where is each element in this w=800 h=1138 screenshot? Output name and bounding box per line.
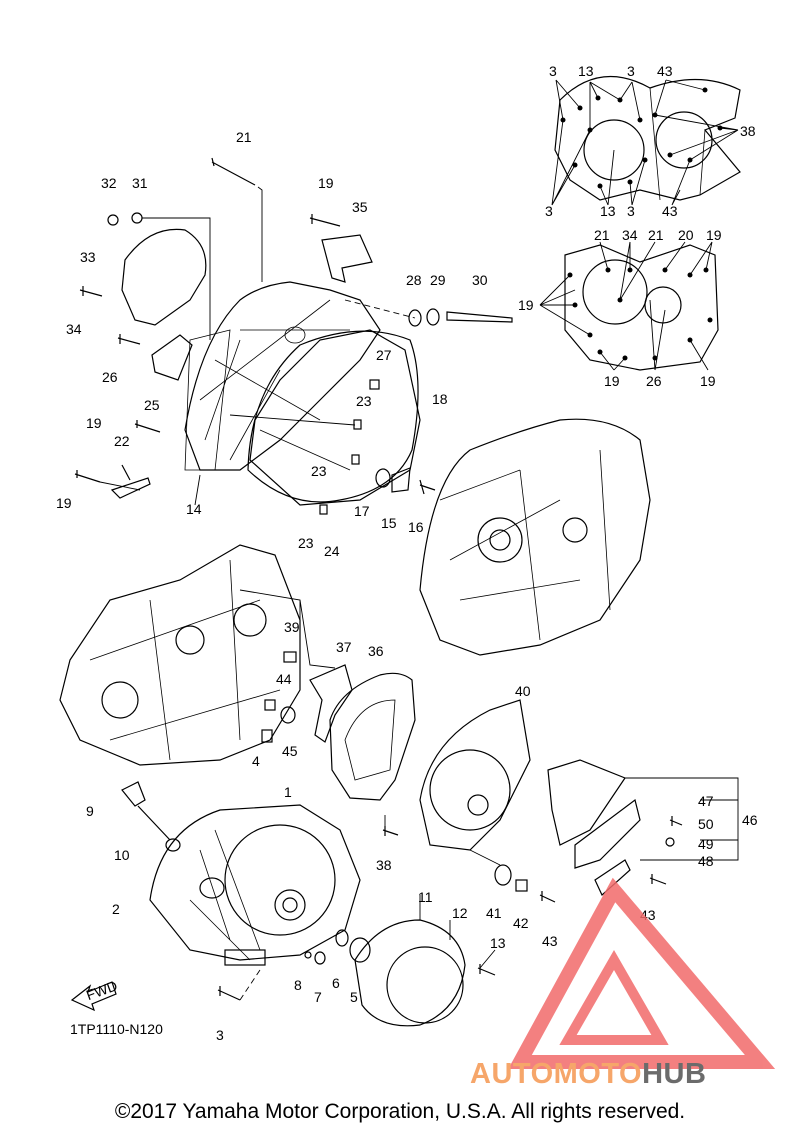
- callout: 3: [545, 203, 553, 219]
- callout: 12: [452, 905, 468, 921]
- callout: 38: [376, 857, 392, 873]
- diagram-code: 1TP1110-N120: [70, 1021, 163, 1037]
- callout: 9: [86, 803, 94, 819]
- callout: 39: [284, 619, 300, 635]
- gasket-detail: [539, 241, 719, 371]
- callout: 23: [356, 393, 372, 409]
- callout: 17: [354, 503, 370, 519]
- callout: 46: [742, 812, 758, 828]
- callout: 29: [430, 272, 446, 288]
- callout: 35: [352, 199, 368, 215]
- callout: 19: [700, 373, 716, 389]
- callout: 31: [132, 175, 148, 191]
- logo-triangle: [508, 877, 776, 1069]
- callout: 26: [102, 369, 118, 385]
- callout: 47: [698, 793, 714, 809]
- logo-inner-triangle: [559, 949, 669, 1045]
- left-crankcase-cover: [74, 157, 513, 515]
- callout: 19: [518, 297, 534, 313]
- callout: 49: [698, 836, 714, 852]
- callout-labels: 3 13 3 43 38 3 13 3 43 21 34 21 20 19 19…: [56, 63, 758, 1043]
- callout: 42: [513, 915, 529, 931]
- callout: 13: [600, 203, 616, 219]
- callout: 43: [657, 63, 673, 79]
- callout: 19: [604, 373, 620, 389]
- callout: 2: [112, 901, 120, 917]
- callout: 21: [648, 227, 664, 243]
- callout: 7: [314, 989, 322, 1005]
- callout: 27: [376, 347, 392, 363]
- callout: 15: [381, 515, 397, 531]
- clutch-cover: [121, 781, 496, 1027]
- callout: 23: [311, 463, 327, 479]
- callout: 32: [101, 175, 117, 191]
- callout: 43: [662, 203, 678, 219]
- callout: 40: [515, 683, 531, 699]
- callout: 11: [418, 889, 433, 905]
- chain-cover-46: [547, 759, 739, 896]
- callout: 26: [646, 373, 662, 389]
- callout: 23: [298, 535, 314, 551]
- callout: 22: [114, 433, 130, 449]
- callout: 33: [80, 249, 96, 265]
- callout: 28: [406, 272, 422, 288]
- automotohub-logo: [508, 877, 776, 1069]
- callout: 36: [368, 643, 384, 659]
- copyright-notice: ©2017 Yamaha Motor Corporation, U.S.A. A…: [114, 1100, 686, 1123]
- callout: 4: [252, 753, 260, 769]
- callout: 18: [432, 391, 448, 407]
- callout: 3: [627, 203, 635, 219]
- callout: 44: [276, 671, 292, 687]
- watermark-brand: AUTOMOTOHUB: [470, 1058, 800, 1091]
- outer-cover-40: [419, 699, 556, 903]
- callout: 43: [542, 933, 558, 949]
- callout: 8: [294, 977, 302, 993]
- callout: 14: [186, 501, 202, 517]
- callout: 24: [324, 543, 340, 559]
- callout: 3: [549, 63, 557, 79]
- callout: 34: [622, 227, 638, 243]
- callout: 16: [408, 519, 424, 535]
- logo-text-hub: HUB: [642, 1058, 707, 1090]
- callout: 20: [678, 227, 694, 243]
- callout: 30: [472, 272, 488, 288]
- top-cover-detail: [551, 75, 741, 206]
- callout: 19: [318, 175, 334, 191]
- callout: 41: [486, 905, 502, 921]
- callout: 6: [332, 975, 340, 991]
- logo-text-automoto: AUTOMOTO: [470, 1058, 643, 1090]
- callout: 48: [698, 853, 714, 869]
- callout: 19: [706, 227, 722, 243]
- callout: 3: [216, 1027, 224, 1043]
- callout: 13: [578, 63, 594, 79]
- callout: 38: [740, 123, 756, 139]
- callout: 50: [698, 816, 714, 832]
- callout: 25: [144, 397, 160, 413]
- callout: 5: [350, 989, 358, 1005]
- callout: 3: [627, 63, 635, 79]
- callout: 37: [336, 639, 352, 655]
- callout: 21: [236, 129, 252, 145]
- callout: 10: [114, 847, 130, 863]
- left-crankcase: [59, 544, 416, 836]
- callout: 19: [56, 495, 72, 511]
- callout: 34: [66, 321, 82, 337]
- callout: 21: [594, 227, 610, 243]
- callout: 19: [86, 415, 102, 431]
- callout: 1: [284, 784, 292, 800]
- callout: 13: [490, 935, 506, 951]
- fwd-arrow-icon: FWD: [70, 977, 119, 1012]
- right-crankcase: [419, 418, 651, 656]
- callout: 45: [282, 743, 298, 759]
